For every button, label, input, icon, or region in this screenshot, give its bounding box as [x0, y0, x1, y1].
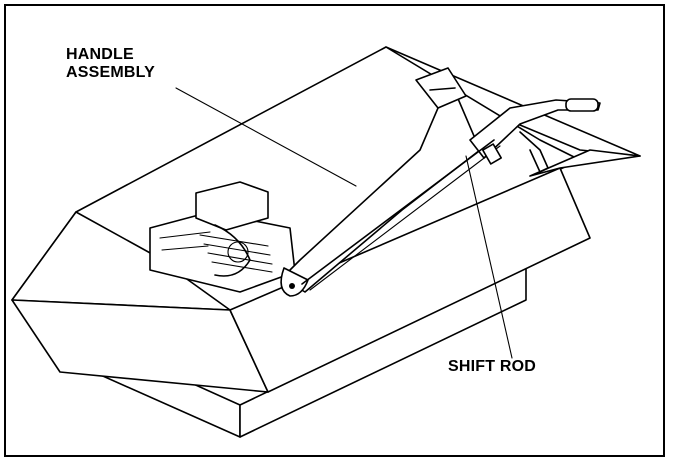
shift-rod-label: SHIFT ROD [448, 358, 537, 375]
shipping-box [11, 46, 641, 438]
handle-assembly-label: HANDLE ASSEMBLY [66, 46, 155, 82]
shift-rod-edge [309, 145, 501, 291]
handle-right-grip [565, 98, 599, 112]
box-right-flap [529, 149, 641, 177]
handle-assembly-label-line2: ASSEMBLY [66, 64, 156, 81]
box-front-left-flap [11, 299, 269, 393]
cooling-fins [199, 234, 273, 273]
shift-rod [301, 139, 502, 291]
mount-bolt [289, 283, 295, 289]
handle-mount [280, 267, 309, 297]
air-filter-housing [195, 181, 269, 231]
handle-right-arm [469, 99, 601, 159]
engine [149, 181, 296, 293]
engine-shroud-lines [159, 231, 211, 251]
handle-body [281, 79, 481, 293]
box-front-right-wall [229, 167, 591, 393]
control-lever [519, 131, 549, 173]
handle-assembly [280, 67, 601, 297]
shift-rod-line [301, 139, 495, 285]
shift-rod-clip [482, 143, 502, 165]
shift-rod-leader [465, 155, 513, 359]
handle-assembly-leader [175, 87, 357, 187]
engine-cylinder [227, 241, 249, 263]
grip-detail [429, 87, 456, 91]
handle-grip-top [415, 67, 467, 109]
engine-detail [214, 224, 251, 277]
handle-assembly-label-line1: HANDLE [66, 46, 134, 63]
